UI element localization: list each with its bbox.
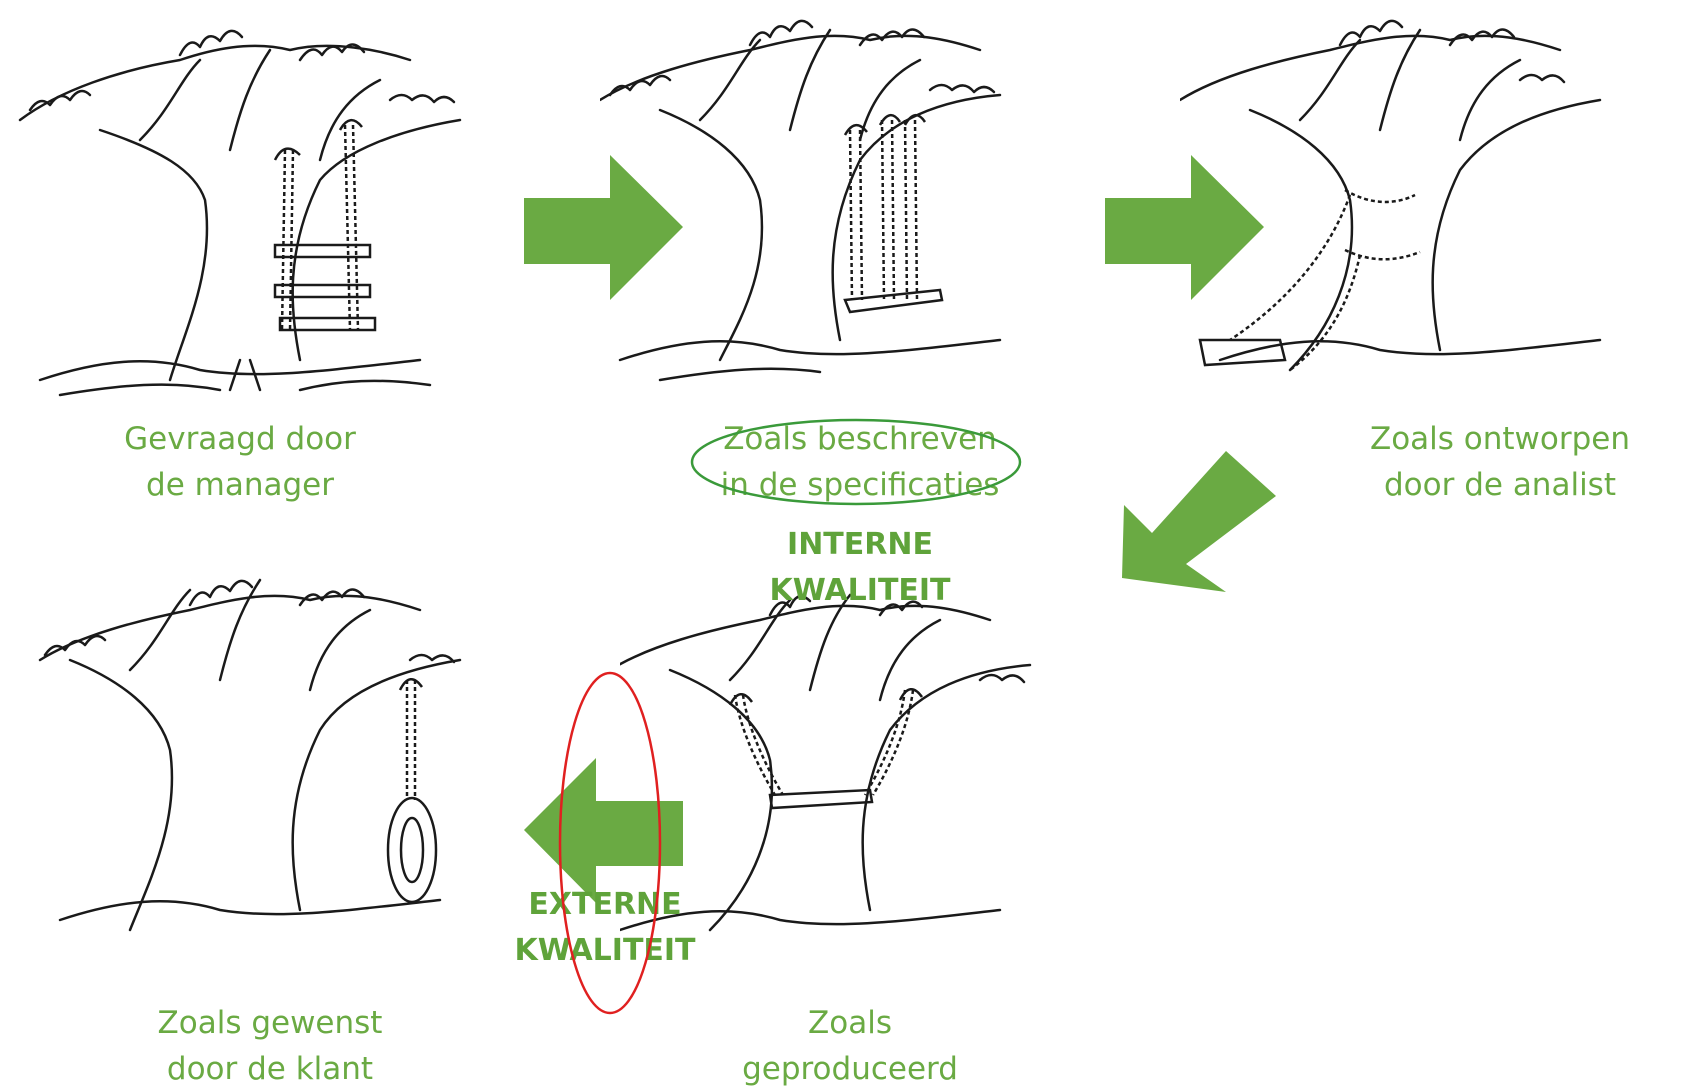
caption-produced-line1: Zoals	[808, 1005, 892, 1041]
caption-specs: Zoals beschreven in de specificaties	[690, 416, 1030, 508]
caption-produced-line2: geproduceerd	[742, 1051, 958, 1087]
caption-customer-line2: door de klant	[166, 1051, 374, 1087]
panel-specs	[600, 0, 1100, 400]
external-quality-line2: KWALITEIT	[514, 933, 696, 968]
tree-sketch-icon	[38, 578, 462, 932]
internal-quality-line2: KWALITEIT	[769, 573, 951, 608]
caption-manager-line2: de manager	[146, 467, 334, 503]
caption-manager-line1: Gevraagd door	[124, 421, 356, 457]
panel-produced	[620, 590, 1120, 970]
three-plank-ladder-swing-icon	[273, 119, 377, 332]
tire-swing-icon	[386, 678, 438, 904]
panel-manager	[0, 0, 520, 400]
tree-sketch-icon	[620, 593, 1032, 932]
caption-analyst-line1: Zoals ontworpen	[1369, 421, 1631, 457]
swing-with-cut-trunk-icon	[728, 688, 924, 810]
panel-analyst	[1180, 0, 1695, 400]
tree-sketch-icon	[1180, 19, 1602, 372]
label-internal-quality: INTERNE KWALITEIT	[740, 522, 980, 614]
internal-quality-line1: INTERNE	[787, 527, 933, 562]
caption-customer: Zoals gewenst door de klant	[120, 1000, 420, 1092]
caption-specs-line2: in de specificaties	[720, 467, 1000, 503]
caption-produced: Zoals geproduceerd	[710, 1000, 990, 1092]
tree-sketch-icon	[18, 29, 462, 397]
caption-customer-line1: Zoals gewenst	[157, 1005, 383, 1041]
arrow-right-2	[1105, 155, 1264, 300]
double-rope-swing-icon	[843, 114, 944, 314]
swing-tied-around-trunk-icon	[1198, 188, 1421, 371]
arrow-down-left	[1122, 451, 1276, 592]
label-external-quality: EXTERNE KWALITEIT	[480, 882, 730, 974]
caption-manager: Gevraagd door de manager	[90, 416, 390, 508]
external-quality-line1: EXTERNE	[528, 887, 682, 922]
panel-customer	[0, 560, 500, 940]
arrow-right-1	[524, 155, 683, 300]
caption-analyst-line2: door de analist	[1384, 467, 1616, 503]
caption-analyst: Zoals ontworpen door de analist	[1340, 416, 1660, 508]
caption-specs-line1: Zoals beschreven	[723, 421, 997, 457]
